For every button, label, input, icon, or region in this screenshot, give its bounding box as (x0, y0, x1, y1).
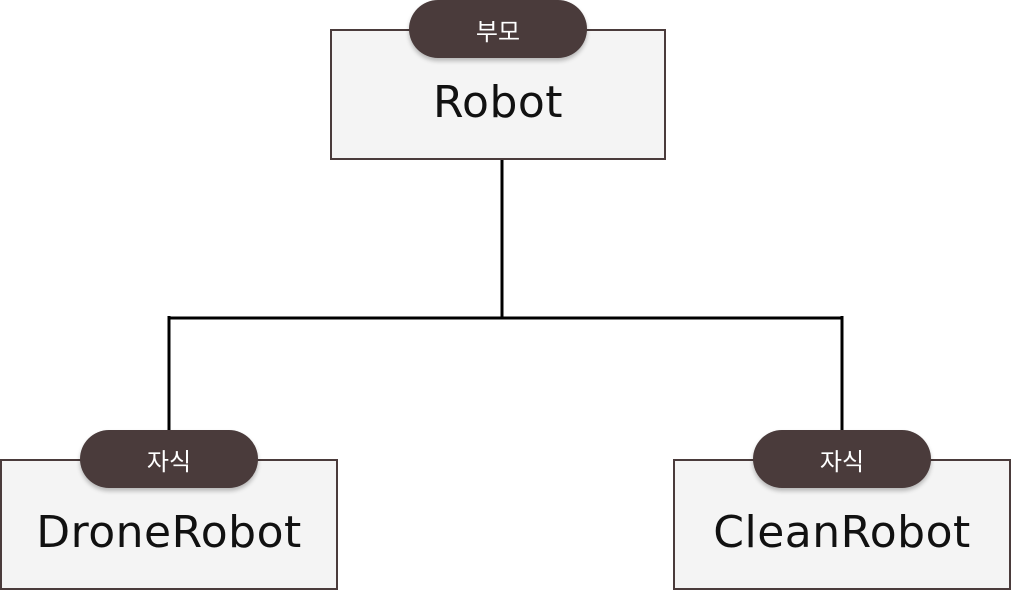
parent-class-name: Robot (432, 76, 564, 128)
child-class-name-drone: DroneRobot (36, 506, 302, 558)
child-role-badge-clean: 자식 (753, 430, 931, 488)
child-role-badge-drone: 자식 (80, 430, 258, 488)
parent-role-badge: 부모 (409, 0, 587, 58)
child-class-name-clean: CleanRobot (713, 506, 971, 558)
